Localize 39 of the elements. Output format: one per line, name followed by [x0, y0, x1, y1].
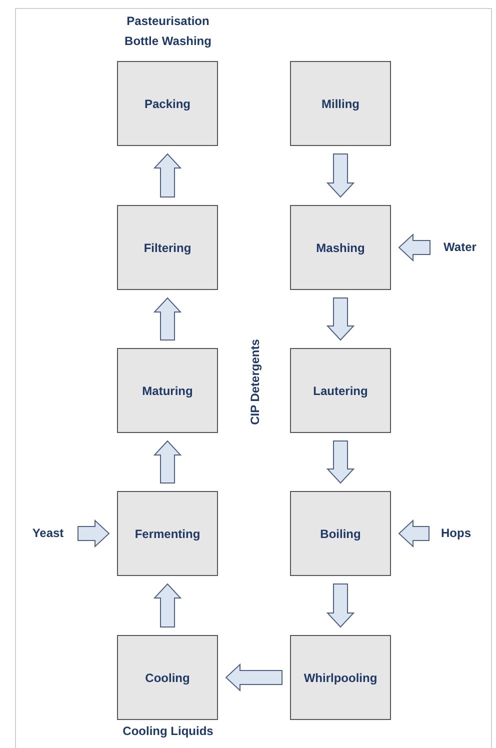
process-box	[117, 491, 218, 576]
step-label: Maturing	[142, 384, 193, 398]
block-arrow	[78, 519, 110, 548]
step-label: Fermenting	[134, 526, 200, 540]
process-note: Bottle Washing	[124, 34, 212, 48]
process-note: Pasteurisation	[126, 14, 210, 28]
vertical-note: CIP Detergents	[248, 339, 262, 425]
input-label: Hops	[441, 526, 471, 540]
process-box	[117, 61, 218, 146]
block-arrow	[326, 584, 355, 628]
step-label: Mashing	[316, 240, 365, 254]
process-box	[290, 635, 391, 720]
block-arrow	[398, 233, 430, 262]
block-arrow	[153, 297, 182, 340]
process-box	[117, 348, 218, 433]
block-arrow	[225, 663, 282, 692]
process-box	[117, 635, 218, 720]
step-label: Packing	[144, 96, 191, 110]
block-arrow	[153, 440, 182, 484]
block-arrow	[153, 153, 182, 198]
block-arrow	[398, 519, 430, 548]
step-label: Milling	[322, 96, 360, 110]
step-label: Cooling	[145, 670, 190, 684]
input-label: Yeast	[32, 526, 64, 540]
step-label: Filtering	[144, 240, 192, 254]
process-box	[290, 205, 391, 290]
step-label: Lautering	[313, 384, 368, 398]
step-label: Boiling	[320, 526, 361, 540]
process-box	[117, 205, 218, 290]
process-box	[290, 491, 391, 576]
block-arrow	[326, 298, 355, 341]
input-label: Water	[444, 240, 476, 254]
process-box	[290, 61, 391, 146]
block-arrow	[326, 440, 355, 484]
step-label: Whirlpooling	[304, 670, 378, 684]
block-arrow	[153, 583, 182, 628]
block-arrow	[326, 154, 355, 198]
process-note: Cooling Liquids	[122, 724, 214, 738]
process-box	[290, 348, 391, 433]
